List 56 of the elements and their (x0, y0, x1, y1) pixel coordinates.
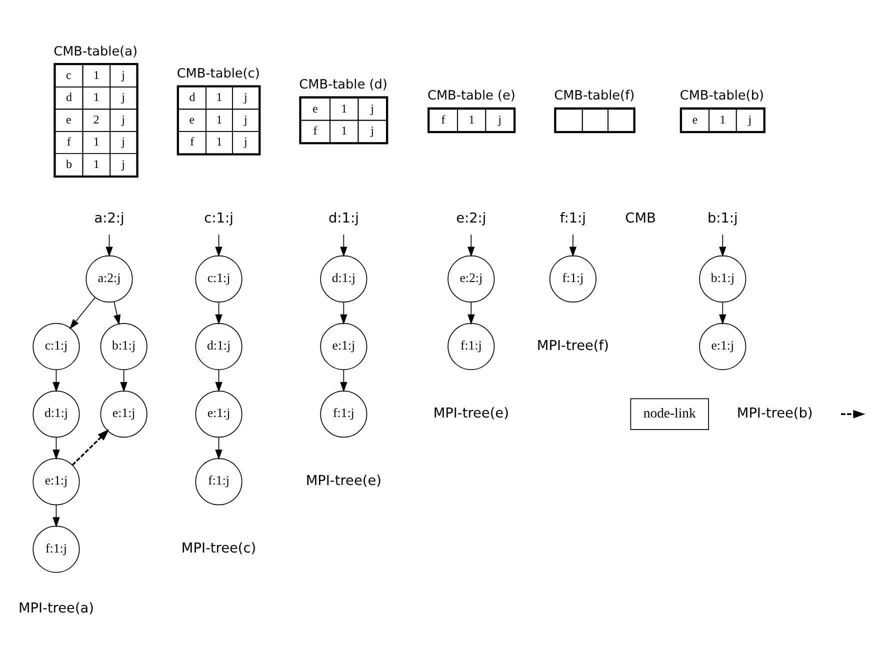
label: f (66, 134, 71, 148)
label: MPI-tree(b) (736, 404, 813, 421)
label: 1 (341, 123, 348, 138)
label: 1 (93, 156, 100, 170)
label: MPI-tree(e) (306, 472, 382, 488)
label: b (66, 156, 72, 170)
legend-label: node-link (643, 404, 696, 420)
label: CMB-table (e) (428, 88, 516, 104)
label: 1 (216, 90, 222, 104)
label: MPI-tree(e) (433, 404, 509, 421)
node-text: d:1:j (328, 210, 359, 226)
label: j (748, 112, 752, 126)
label: e (66, 112, 72, 126)
label: 1 (468, 112, 475, 126)
label: 1 (216, 134, 222, 148)
node-text: b:1:j (707, 210, 738, 226)
label: f (313, 123, 318, 138)
node-text: a:2:j (94, 210, 124, 226)
label: d (66, 90, 72, 104)
label: j (244, 112, 248, 126)
label: j (122, 156, 125, 170)
label: j (498, 112, 502, 126)
label: CMB-table(f) (554, 88, 635, 104)
label: CMB-table(b) (680, 88, 764, 104)
label: j (122, 90, 125, 104)
label: CMB-table (d) (299, 77, 388, 92)
label: f (441, 112, 446, 126)
label: e (692, 112, 698, 126)
label: 1 (93, 134, 100, 148)
label: j (370, 123, 374, 138)
label: d (189, 90, 196, 104)
label: j (244, 134, 248, 148)
label: 1 (93, 90, 100, 104)
label: c (66, 67, 72, 82)
label: 1 (720, 112, 726, 126)
label: e (312, 100, 318, 115)
label: CMB-table(a) (54, 44, 138, 59)
label: j (244, 90, 248, 104)
node-text: e:2:j (456, 210, 486, 226)
label: MPI-tree(f) (536, 337, 609, 354)
label: MPI-tree(a) (18, 600, 94, 616)
label: e (189, 112, 195, 126)
label: 1 (216, 112, 222, 126)
label: 1 (93, 67, 100, 82)
label: j (122, 67, 125, 82)
label: MPI-tree(c) (181, 540, 256, 556)
node-text: c:1:j (204, 210, 234, 226)
label: CMB-table(c) (176, 66, 260, 81)
label: f (190, 134, 194, 148)
label: j (122, 134, 125, 148)
label: j (122, 112, 125, 126)
label: CMB (625, 210, 656, 226)
label: 1 (341, 100, 348, 115)
label: j (370, 100, 374, 115)
label: 2 (93, 112, 100, 126)
node-text: f:1:j (560, 210, 586, 226)
